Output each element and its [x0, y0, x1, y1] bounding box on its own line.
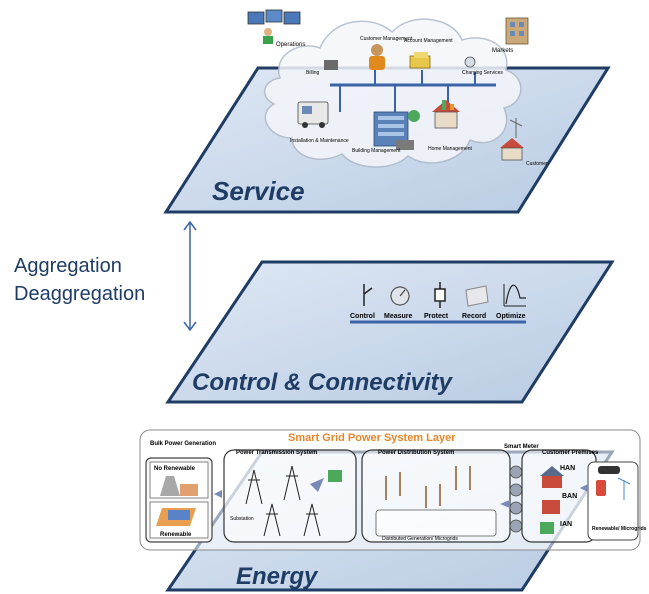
- charging-services-label: Charging Services: [462, 70, 503, 76]
- aggregation-label: Aggregation: [14, 255, 122, 277]
- power-system-title: Smart Grid Power System Layer: [288, 432, 456, 444]
- function-control: Control: [350, 313, 375, 320]
- renewable-label: Renewable: [160, 532, 192, 538]
- han-label: HAN: [560, 465, 575, 472]
- home-icon: [540, 466, 564, 488]
- record-document-icon: [465, 285, 489, 307]
- function-optimize: Optimize: [496, 313, 526, 320]
- charging-services-icon: [464, 56, 476, 68]
- building-management-label: Building Management: [352, 148, 401, 154]
- control-layer-title: Control & Connectivity: [192, 369, 454, 396]
- microgrid-box: [375, 509, 497, 537]
- customer-management-label: Customer Management: [360, 36, 413, 42]
- no-renewable-label: No Renewable: [154, 466, 196, 472]
- ian-label: IAN: [560, 521, 572, 528]
- account-management-icon: [409, 52, 431, 69]
- power-plant-icon: [160, 476, 198, 496]
- flow-arrows: [214, 478, 588, 508]
- operations-label: Operations: [276, 42, 305, 48]
- smart-meter-label: Smart Meter: [504, 444, 539, 450]
- billing-icon: [324, 60, 338, 70]
- wind-turbine-icon: [617, 477, 631, 500]
- function-protect: Protect: [424, 313, 449, 320]
- distributed-gen-label: Distributed Generation/ Microgrids: [382, 536, 458, 542]
- markets-label: Markets: [492, 48, 513, 54]
- function-measure: Measure: [384, 313, 413, 320]
- service-layer: Operations Customer Management Account M…: [163, 9, 611, 214]
- installation-truck-icon: [297, 101, 329, 128]
- energy-layer: Smart Grid Power System Layer Bulk Power…: [139, 429, 647, 592]
- building-management-icon: [373, 110, 420, 150]
- distribution-poles-icon: [385, 466, 471, 508]
- building-icon: [542, 500, 560, 514]
- factory-icon: [328, 470, 342, 482]
- substation-label: Substation: [230, 516, 254, 522]
- transmission-box: [223, 449, 357, 543]
- customer-premises-box: [521, 449, 597, 543]
- no-renewable-box: [149, 461, 209, 499]
- bulk-power-label: Bulk Power Generation: [150, 441, 216, 447]
- ev-charging-icon: [596, 466, 620, 496]
- installation-label: Installation & Maintenance: [290, 138, 349, 144]
- ban-label: BAN: [562, 493, 577, 500]
- operations-icon: [247, 9, 301, 44]
- customer-label: Customer: [526, 161, 548, 167]
- aggregation-arrow: [183, 220, 197, 332]
- optimize-curve-icon: [503, 284, 526, 307]
- service-layer-title: Service: [212, 176, 305, 206]
- home-management-label: Home Management: [428, 146, 473, 152]
- deaggregation-label: Deaggregation: [14, 283, 145, 305]
- renewable-microgrids-label: Renewable/ Microgrids: [592, 526, 647, 532]
- control-plane: [165, 260, 615, 404]
- protect-fuse-icon: [434, 282, 446, 308]
- home-management-icon: [432, 100, 460, 129]
- transmission-label: Power Transmission System: [236, 450, 317, 456]
- billing-label: Billing: [306, 70, 320, 76]
- customer-home-icon: [500, 118, 524, 161]
- control-symbol-icon: [363, 284, 373, 306]
- industry-icon: [540, 522, 554, 534]
- service-cloud: [263, 18, 522, 168]
- control-layer: Control Measure Protect Record Optimize …: [165, 260, 615, 404]
- transmission-tower-icon: [245, 465, 321, 537]
- solar-panel-icon: [156, 508, 196, 526]
- account-management-label: Account Management: [404, 38, 453, 44]
- markets-icon: [505, 17, 529, 45]
- function-record: Record: [462, 313, 486, 320]
- distribution-label: Power Distribution System: [378, 450, 454, 456]
- customer-premises-label: Customer Premises: [542, 450, 599, 456]
- measure-gauge-icon: [390, 286, 410, 306]
- customer-management-icon: [369, 44, 385, 70]
- energy-layer-title: Energy: [236, 563, 319, 590]
